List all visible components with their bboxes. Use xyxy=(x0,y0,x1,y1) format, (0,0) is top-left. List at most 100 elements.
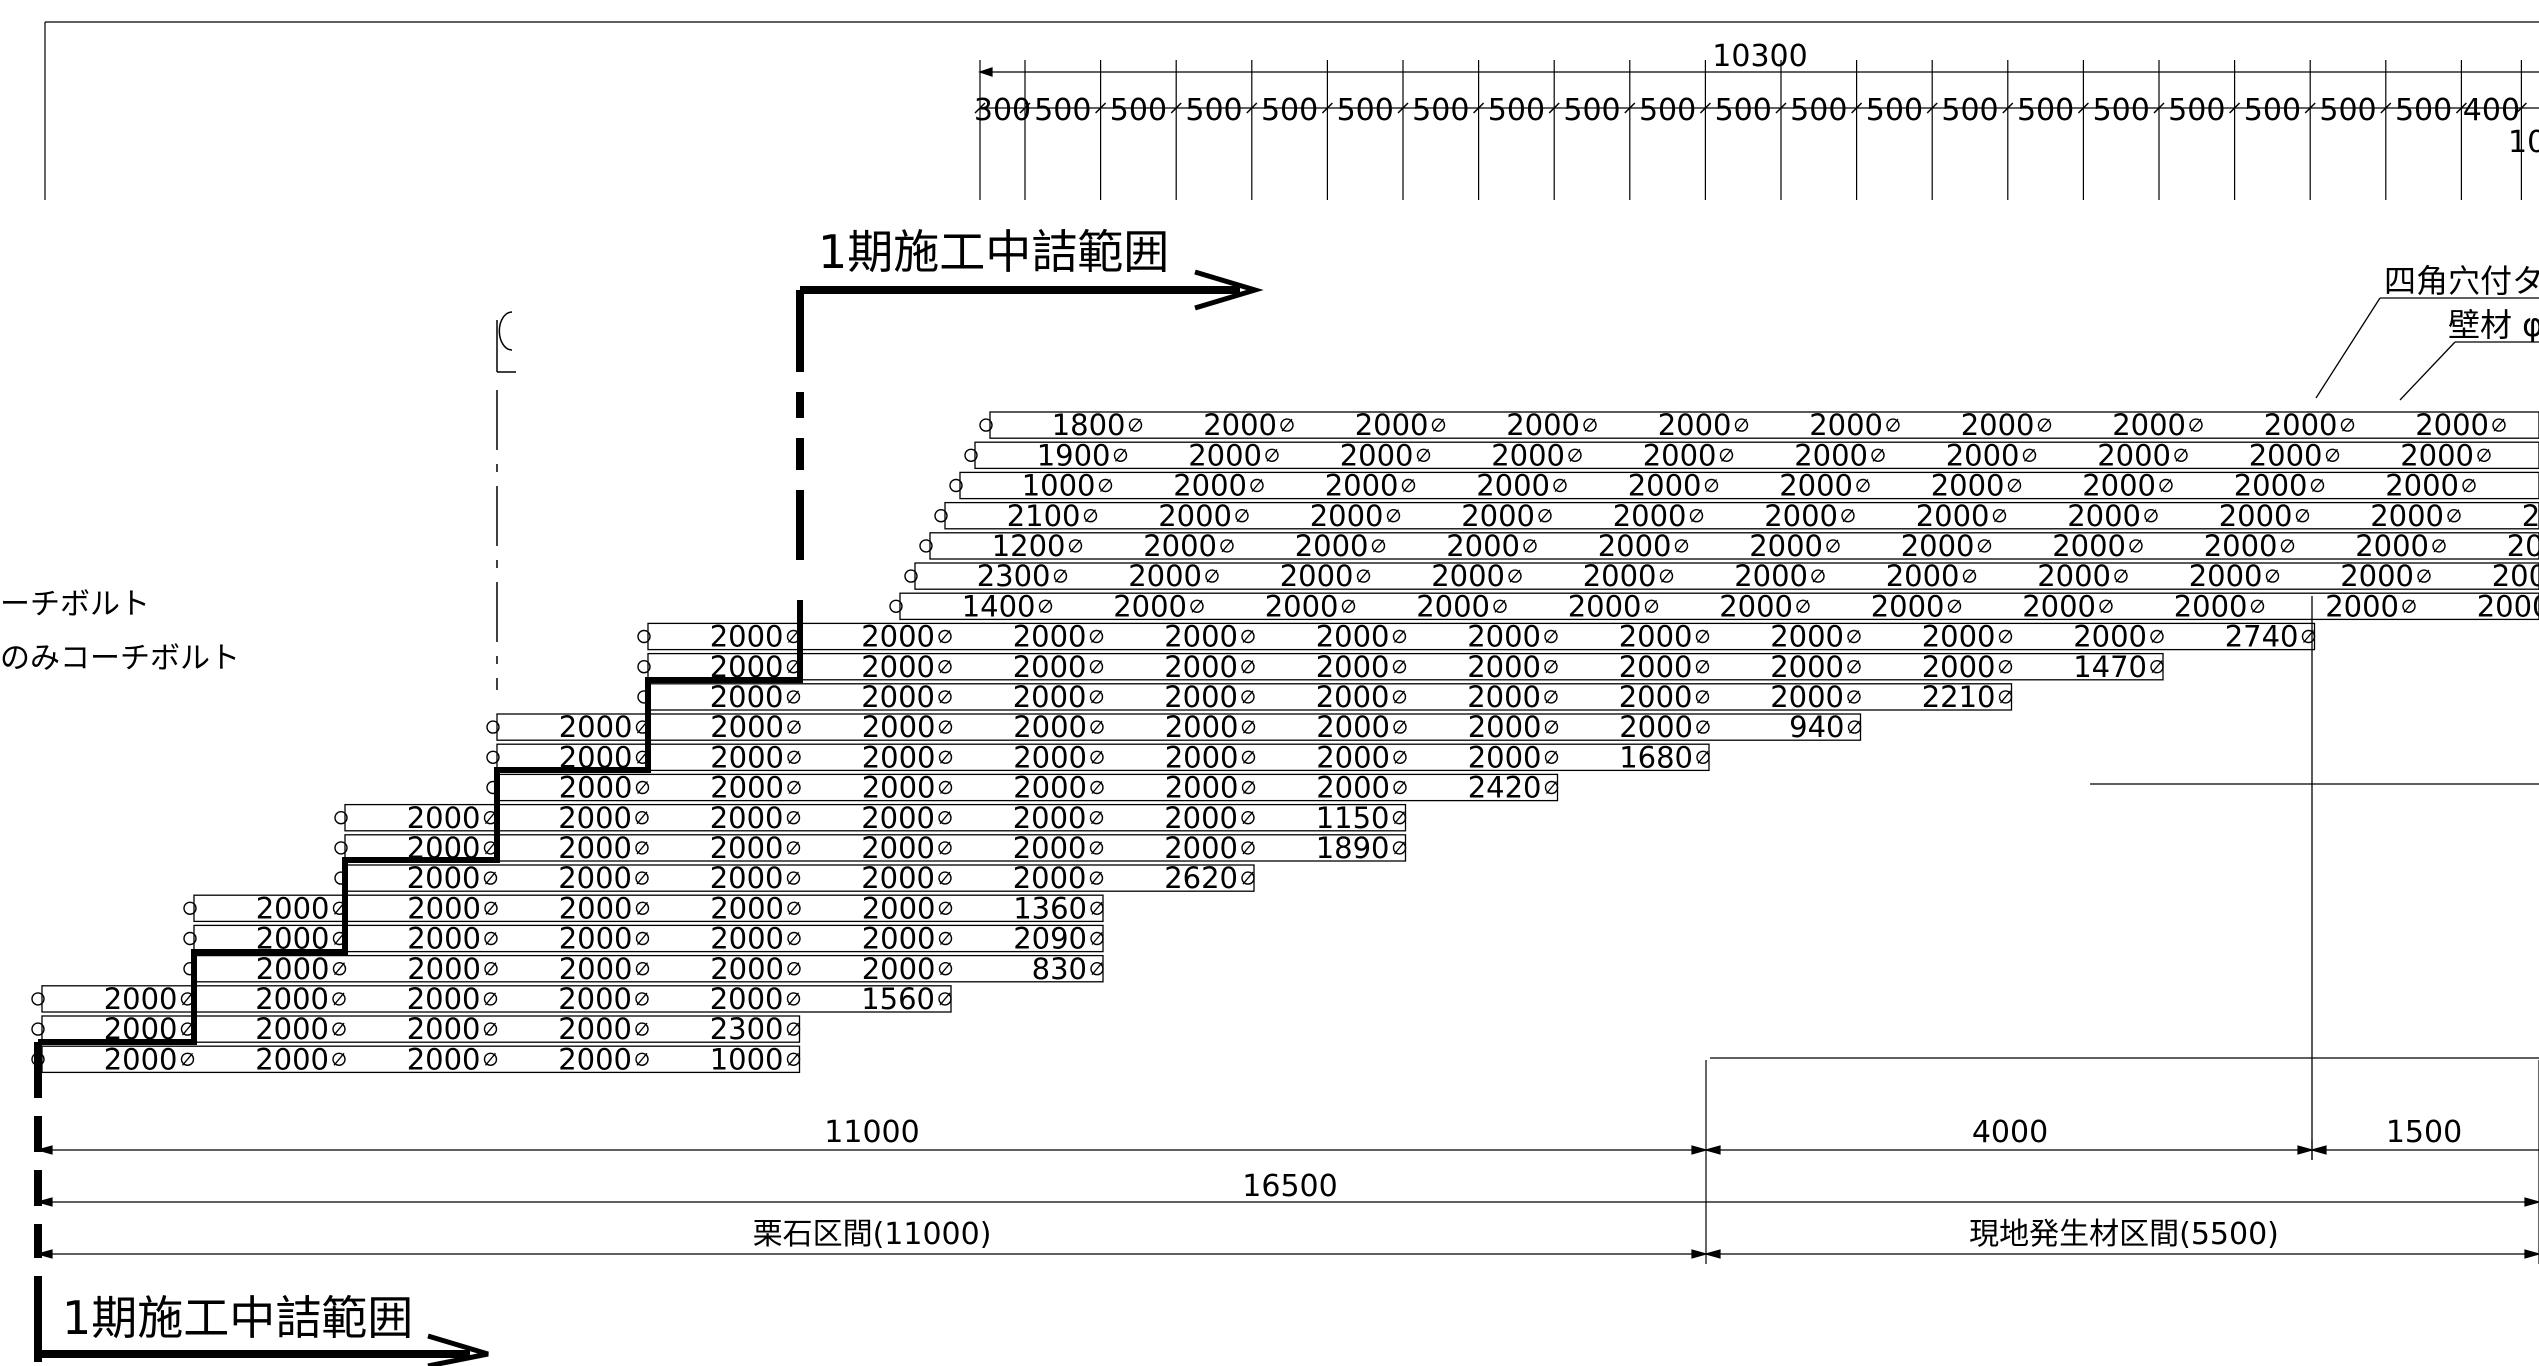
coach-bolt-symbol xyxy=(2340,418,2355,432)
top-segment-label: 500 xyxy=(1941,93,1998,128)
top-dimension-tick-mark xyxy=(1019,102,1031,114)
block-length-label: 1200 xyxy=(992,529,1066,563)
top-dimension-tick-mark xyxy=(1775,102,1787,114)
top-dimension-tick-mark xyxy=(974,102,986,114)
coach-bolt-stroke xyxy=(1554,479,1566,492)
coach-bolt-stroke xyxy=(1243,750,1254,764)
coach-bolt-stroke xyxy=(788,690,799,704)
block-length-label: 2000 xyxy=(1203,408,1277,442)
coach-bolt-stroke xyxy=(2009,479,2020,492)
block-length-label: 2000 xyxy=(2249,438,2323,472)
coach-bolt-stroke xyxy=(1236,509,1248,523)
coach-bolt-stroke xyxy=(1545,660,1557,674)
coach-bolt-stroke xyxy=(1848,690,1860,704)
coach-bolt-symbol xyxy=(1089,629,1104,644)
coach-bolt-stroke xyxy=(2151,660,2163,674)
coach-bolt-symbol xyxy=(1544,690,1558,704)
coach-bolt-symbol xyxy=(938,720,953,734)
coach-bolt-symbol xyxy=(2447,509,2461,523)
coach-bolt-symbol xyxy=(1392,690,1407,704)
coach-bolt-stroke xyxy=(1070,539,1081,553)
coach-bolt-symbol xyxy=(2150,660,2164,674)
block-length-label: 2000 xyxy=(1619,620,1693,654)
coach-bolt-symbol xyxy=(1241,780,1256,795)
coach-bolt-symbol xyxy=(938,750,953,764)
top-segment-label: 500 xyxy=(2244,93,2301,128)
coach-bolt-symbol xyxy=(2295,509,2310,523)
coach-bolt-stroke xyxy=(637,962,648,976)
block-length-label: 2000 xyxy=(710,952,784,986)
coach-bolt-symbol xyxy=(1068,539,1083,553)
phase-boundary-stair xyxy=(38,600,803,1045)
coach-bolt-symbol xyxy=(1734,418,1749,432)
block-length-label: 2000 xyxy=(1164,620,1238,654)
coach-bolt-symbol xyxy=(1393,720,1407,734)
course-outline xyxy=(989,411,2539,439)
block-length-label: 2000 xyxy=(1446,529,1520,563)
coach-bolt-symbol xyxy=(1392,660,1407,674)
block-length-label: 2000 xyxy=(1613,499,1687,533)
coach-bolt-stroke xyxy=(182,1022,193,1036)
callout-label-2: 壁材 φ xyxy=(2448,306,2539,344)
coach-bolt-stroke xyxy=(2418,569,2430,583)
block-length-label: 2000 xyxy=(2507,529,2539,563)
phase-boundary-arrow-top xyxy=(796,269,1264,560)
coach-bolt-symbol xyxy=(1719,448,1734,462)
coach-bolt-symbol xyxy=(2037,418,2052,432)
course-outline xyxy=(959,471,2539,500)
top-segment-label: 500 xyxy=(2093,93,2150,128)
coach-bolt-stroke xyxy=(2130,539,2142,553)
top-segment-label: 500 xyxy=(1110,93,1167,128)
block-length-label: 2000 xyxy=(862,710,936,744)
coach-bolt-symbol xyxy=(787,931,801,946)
coach-bolt-stroke xyxy=(1091,660,1102,674)
block-length-label: 2000 xyxy=(2355,529,2429,563)
block-length-label: 2000 xyxy=(1922,620,1996,654)
callout-label-1: 四角穴付タ xyxy=(2384,262,2539,300)
block-length-label: 2000 xyxy=(1355,408,1429,442)
coach-bolt-stroke xyxy=(636,841,648,855)
block-length-label: 2000 xyxy=(407,891,481,925)
block-length-label: 2000 xyxy=(407,801,481,835)
coach-bolt-symbol xyxy=(1401,478,1416,493)
coach-bolt-stroke xyxy=(788,811,799,825)
coach-bolt-symbol xyxy=(635,1052,649,1067)
block-length-label: 2000 xyxy=(558,1012,632,1046)
block-length-label: 2000 xyxy=(710,831,784,865)
coach-bolt-symbol xyxy=(1544,629,1558,644)
coach-bolt-symbol xyxy=(1544,780,1559,795)
coach-bolt-symbol xyxy=(332,1022,346,1036)
block-length-label: 2420 xyxy=(1468,771,1542,805)
top-dimension-tick-mark xyxy=(1851,102,1863,114)
coach-bolt-stroke xyxy=(636,871,648,885)
end-bolt-symbol xyxy=(183,931,197,946)
block-length-label: 2000 xyxy=(2400,438,2474,472)
coach-bolt-stroke xyxy=(1848,630,1860,643)
coach-bolt-symbol xyxy=(1241,871,1255,885)
block-length-label: 2000 xyxy=(1779,469,1853,503)
block-length-label: 2000 xyxy=(861,831,935,865)
coach-bolt-stroke xyxy=(1091,630,1102,643)
block-length-label: 2000 xyxy=(559,771,633,805)
coach-bolt-symbol xyxy=(938,811,952,825)
coach-bolt-stroke xyxy=(1691,509,1702,523)
block-length-label: 2210 xyxy=(1922,680,1996,714)
block-length-label: 1470 xyxy=(2073,650,2147,684)
bolt-note-1: ーチボルト xyxy=(0,587,150,622)
coach-bolt-symbol xyxy=(1493,599,1507,613)
block-length-label: 2000 xyxy=(1506,408,1580,442)
coach-bolt-symbol xyxy=(1871,448,1885,462)
coach-bolt-stroke xyxy=(1403,479,1414,492)
top-dimension-tick-mark xyxy=(1699,102,1711,114)
block-length-label: 2000 xyxy=(1143,529,1217,563)
coach-bolt-symbol xyxy=(2301,629,2316,644)
coach-bolt-stroke xyxy=(485,811,496,825)
block-length-label: 2000 xyxy=(1165,771,1239,805)
coach-bolt-symbol xyxy=(1090,931,1104,946)
coach-bolt-symbol xyxy=(938,629,952,644)
coach-bolt-stroke xyxy=(1242,690,1254,704)
block-length-label: 2000 xyxy=(1013,650,1087,684)
